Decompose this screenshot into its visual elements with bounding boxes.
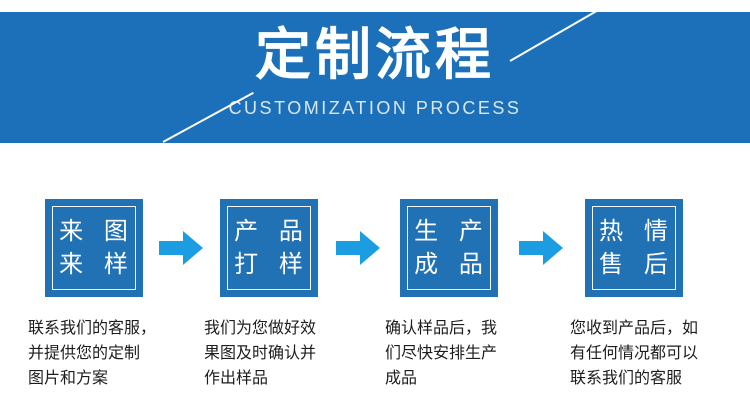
banner: 定制流程 CUSTOMIZATION PROCESS (0, 12, 750, 143)
arrow-right-icon (519, 231, 563, 265)
desc-line: 有任何情况都可以 (570, 345, 699, 362)
step-box-label-line: 生 产 (414, 218, 484, 245)
step-description-product-proofing: 我们为您做好效 果图及时确认并 作出样品 (204, 316, 374, 391)
step-box-incoming-sample: 来 图 来 样 (45, 199, 143, 297)
desc-line: 们尽快安排生产 (385, 345, 498, 362)
page-title: 定制流程 (255, 23, 495, 86)
step-box-label-line: 产 品 (234, 218, 304, 245)
desc-line: 果图及时确认并 (204, 345, 317, 362)
step-box-label-line: 成 品 (414, 251, 484, 278)
step-box-label-line: 打 样 (234, 251, 304, 278)
arrow-right-icon (336, 231, 380, 265)
step-box-inner-border: 产 品 打 样 (227, 206, 311, 290)
step-box-inner-border: 生 产 成 品 (407, 206, 491, 290)
step-description-production: 确认样品后，我 们尽快安排生产 成品 (385, 316, 555, 391)
step-box-inner-border: 热 情 售 后 (592, 206, 676, 290)
desc-line: 作出样品 (204, 370, 269, 387)
step-box-label-line: 来 样 (59, 251, 129, 278)
arrow-right-icon (159, 231, 203, 265)
desc-line: 联系我们的客服， (28, 320, 157, 337)
desc-line: 成品 (385, 370, 418, 387)
desc-line: 图片和方案 (28, 370, 109, 387)
step-description-incoming-sample: 联系我们的客服， 并提供您的定制 图片和方案 (28, 316, 198, 391)
step-box-label-line: 来 图 (59, 218, 129, 245)
desc-line: 并提供您的定制 (28, 345, 141, 362)
desc-line: 确认样品后，我 (385, 320, 498, 337)
step-box-inner-border: 来 图 来 样 (52, 206, 136, 290)
step-box-production: 生 产 成 品 (400, 199, 498, 297)
step-description-after-sales: 您收到产品后，如 有任何情况都可以 联系我们的客服 (570, 316, 740, 391)
page-subtitle: CUSTOMIZATION PROCESS (228, 98, 522, 118)
step-box-label-line: 热 情 (599, 218, 669, 245)
step-box-product-proofing: 产 品 打 样 (220, 199, 318, 297)
step-box-label-line: 售 后 (599, 251, 669, 278)
desc-line: 我们为您做好效 (204, 320, 317, 337)
desc-line: 联系我们的客服 (570, 370, 683, 387)
step-box-after-sales: 热 情 售 后 (585, 199, 683, 297)
desc-line: 您收到产品后，如 (570, 320, 699, 337)
